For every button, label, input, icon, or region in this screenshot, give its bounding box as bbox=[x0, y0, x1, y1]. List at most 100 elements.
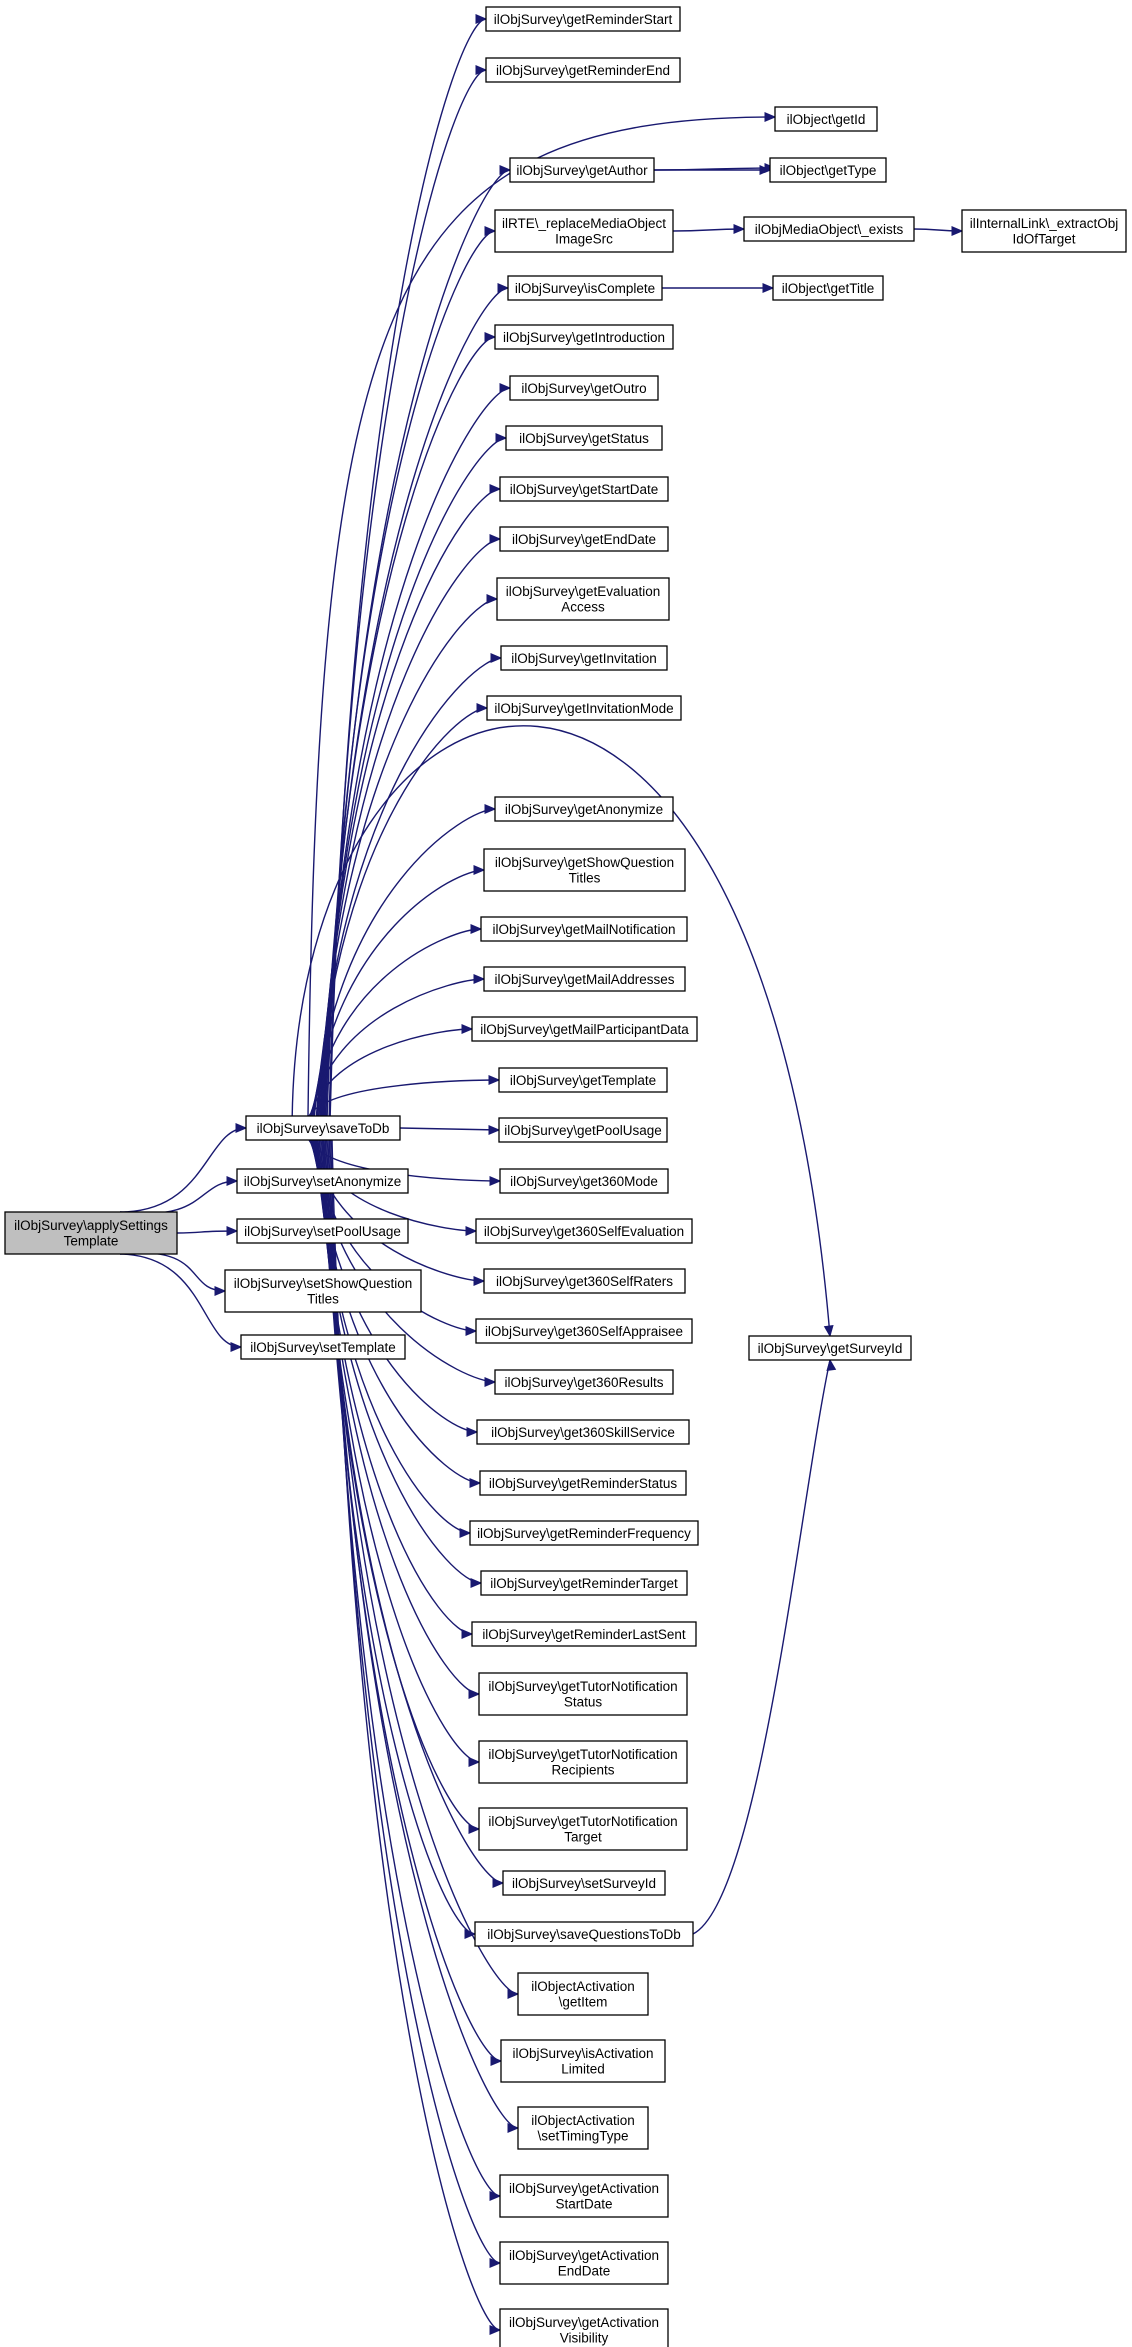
function-node-t16[interactable]: ilObjSurvey\getMailNotification bbox=[480, 916, 688, 942]
node-box bbox=[509, 157, 655, 183]
node-label: ilObjSurvey\getOutro bbox=[521, 381, 646, 396]
function-node-t34[interactable]: ilObjSurvey\setSurveyId bbox=[502, 1870, 666, 1896]
node-box bbox=[478, 1740, 688, 1784]
function-node-t25[interactable]: ilObjSurvey\get360Results bbox=[494, 1369, 674, 1395]
node-box bbox=[499, 2308, 669, 2347]
function-node-t27[interactable]: ilObjSurvey\getReminderStatus bbox=[479, 1470, 687, 1496]
arrowhead-icon bbox=[507, 1989, 520, 1999]
call-edge-t3-to-u2 bbox=[654, 165, 772, 175]
function-node-t7[interactable]: ilObjSurvey\getOutro bbox=[509, 375, 659, 401]
arrowhead-icon bbox=[489, 1176, 502, 1186]
function-node-t13[interactable]: ilObjSurvey\getInvitationMode bbox=[486, 695, 682, 721]
arrowhead-icon bbox=[762, 283, 775, 293]
edge-line bbox=[119, 1127, 247, 1213]
function-node-t35[interactable]: ilObjSurvey\saveQuestionsToDb bbox=[474, 1921, 694, 1947]
function-node-t19[interactable]: ilObjSurvey\getTemplate bbox=[498, 1067, 668, 1093]
arrowhead-icon bbox=[951, 226, 964, 236]
arrowhead-icon bbox=[470, 924, 483, 934]
function-node-t2[interactable]: ilObjSurvey\getReminderEnd bbox=[485, 57, 681, 83]
function-node-t12[interactable]: ilObjSurvey\getInvitation bbox=[500, 645, 668, 671]
function-node-t10[interactable]: ilObjSurvey\getEndDate bbox=[499, 526, 669, 552]
node-label: ilObjSurvey\getActivation bbox=[509, 2248, 659, 2263]
node-label: ilObject\getType bbox=[780, 163, 877, 178]
call-edge-n1-to-t41 bbox=[331, 1139, 502, 2335]
edge-line bbox=[119, 1253, 242, 1348]
node-label: ilObjSurvey\isComplete bbox=[515, 281, 655, 296]
function-node-u2[interactable]: ilObject\getType bbox=[769, 157, 887, 183]
function-node-n5[interactable]: ilObjSurvey\setTemplate bbox=[240, 1334, 406, 1360]
call-edge-n1-to-t4 bbox=[325, 226, 497, 1117]
arrowhead-icon bbox=[465, 1226, 478, 1236]
node-label: Status bbox=[564, 1695, 603, 1710]
node-box bbox=[480, 1570, 688, 1596]
function-node-t5[interactable]: ilObjSurvey\isComplete bbox=[507, 275, 663, 301]
node-label: Target bbox=[564, 1830, 602, 1845]
node-box bbox=[509, 375, 659, 401]
node-box bbox=[479, 1470, 687, 1496]
node-label: ilObjSurvey\getEvaluation bbox=[506, 584, 661, 599]
function-node-t9[interactable]: ilObjSurvey\getStartDate bbox=[499, 476, 669, 502]
function-node-t32[interactable]: ilObjSurvey\getTutorNotificationRecipien… bbox=[478, 1740, 688, 1784]
function-node-t3[interactable]: ilObjSurvey\getAuthor bbox=[509, 157, 655, 183]
function-node-t8[interactable]: ilObjSurvey\getStatus bbox=[505, 425, 663, 451]
call-edge-n1-to-t9 bbox=[320, 484, 502, 1117]
function-node-t17[interactable]: ilObjSurvey\getMailAddresses bbox=[483, 966, 686, 992]
function-node-n2[interactable]: ilObjSurvey\setAnonymize bbox=[236, 1168, 409, 1194]
function-node-t23[interactable]: ilObjSurvey\get360SelfRaters bbox=[483, 1268, 686, 1294]
call-edge-n1-to-t10 bbox=[319, 534, 502, 1117]
function-node-u5[interactable]: ilObjSurvey\getSurveyId bbox=[748, 1335, 912, 1361]
edge-line bbox=[308, 1079, 500, 1117]
function-node-u3[interactable]: ilObjMediaObject\_exists bbox=[743, 216, 915, 242]
function-node-t29[interactable]: ilObjSurvey\getReminderTarget bbox=[480, 1570, 688, 1596]
node-box bbox=[471, 1016, 698, 1042]
node-box bbox=[483, 1268, 686, 1294]
function-node-t20[interactable]: ilObjSurvey\getPoolUsage bbox=[498, 1117, 668, 1143]
function-node-t24[interactable]: ilObjSurvey\get360SelfAppraisee bbox=[475, 1318, 693, 1344]
node-label: ilObjSurvey\getAnonymize bbox=[505, 802, 663, 817]
edge-line bbox=[309, 1028, 473, 1117]
function-node-t26[interactable]: ilObjSurvey\get360SkillService bbox=[476, 1419, 690, 1445]
call-edge-t4-to-u3 bbox=[672, 224, 746, 234]
function-node-t38[interactable]: ilObjectActivation\setTimingType bbox=[517, 2106, 649, 2150]
function-node-n1[interactable]: ilObjSurvey\saveToDb bbox=[245, 1115, 401, 1141]
function-node-t14[interactable]: ilObjSurvey\getAnonymize bbox=[494, 796, 674, 822]
node-label: Visibility bbox=[560, 2331, 609, 2346]
function-node-t18[interactable]: ilObjSurvey\getMailParticipantData bbox=[471, 1016, 698, 1042]
call-edge-n1-to-t7 bbox=[322, 383, 512, 1117]
function-node-t30[interactable]: ilObjSurvey\getReminderLastSent bbox=[471, 1621, 697, 1647]
function-node-u4[interactable]: ilObject\getTitle bbox=[772, 275, 884, 301]
function-node-n3[interactable]: ilObjSurvey\setPoolUsage bbox=[236, 1218, 409, 1244]
call-edge-u3-to-v1 bbox=[913, 226, 964, 236]
function-node-t21[interactable]: ilObjSurvey\get360Mode bbox=[499, 1168, 669, 1194]
node-box bbox=[485, 6, 681, 32]
function-node-t28[interactable]: ilObjSurvey\getReminderFrequency bbox=[469, 1520, 699, 1546]
node-label: ilObjSurvey\isActivation bbox=[512, 2046, 653, 2061]
function-node-u1[interactable]: ilObject\getId bbox=[774, 106, 878, 132]
call-edge-n1-to-t1 bbox=[329, 14, 488, 1117]
call-edge-n1-to-u1 bbox=[307, 112, 777, 1117]
node-label: ilObjSurvey\getReminderStatus bbox=[489, 1476, 678, 1491]
node-box bbox=[494, 324, 674, 350]
arrowhead-icon bbox=[469, 1478, 482, 1488]
function-node-t1[interactable]: ilObjSurvey\getReminderStart bbox=[485, 6, 681, 32]
node-box bbox=[500, 645, 668, 671]
node-box bbox=[480, 916, 688, 942]
function-node-t36[interactable]: ilObjectActivation\getItem bbox=[517, 1972, 649, 2016]
node-label: ilObject\getTitle bbox=[782, 281, 875, 296]
function-node-t6[interactable]: ilObjSurvey\getIntroduction bbox=[494, 324, 674, 350]
node-label: ilObjSurvey\getShowQuestion bbox=[495, 855, 674, 870]
function-node-t22[interactable]: ilObjSurvey\get360SelfEvaluation bbox=[475, 1218, 693, 1244]
node-label: \getItem bbox=[559, 1995, 608, 2010]
